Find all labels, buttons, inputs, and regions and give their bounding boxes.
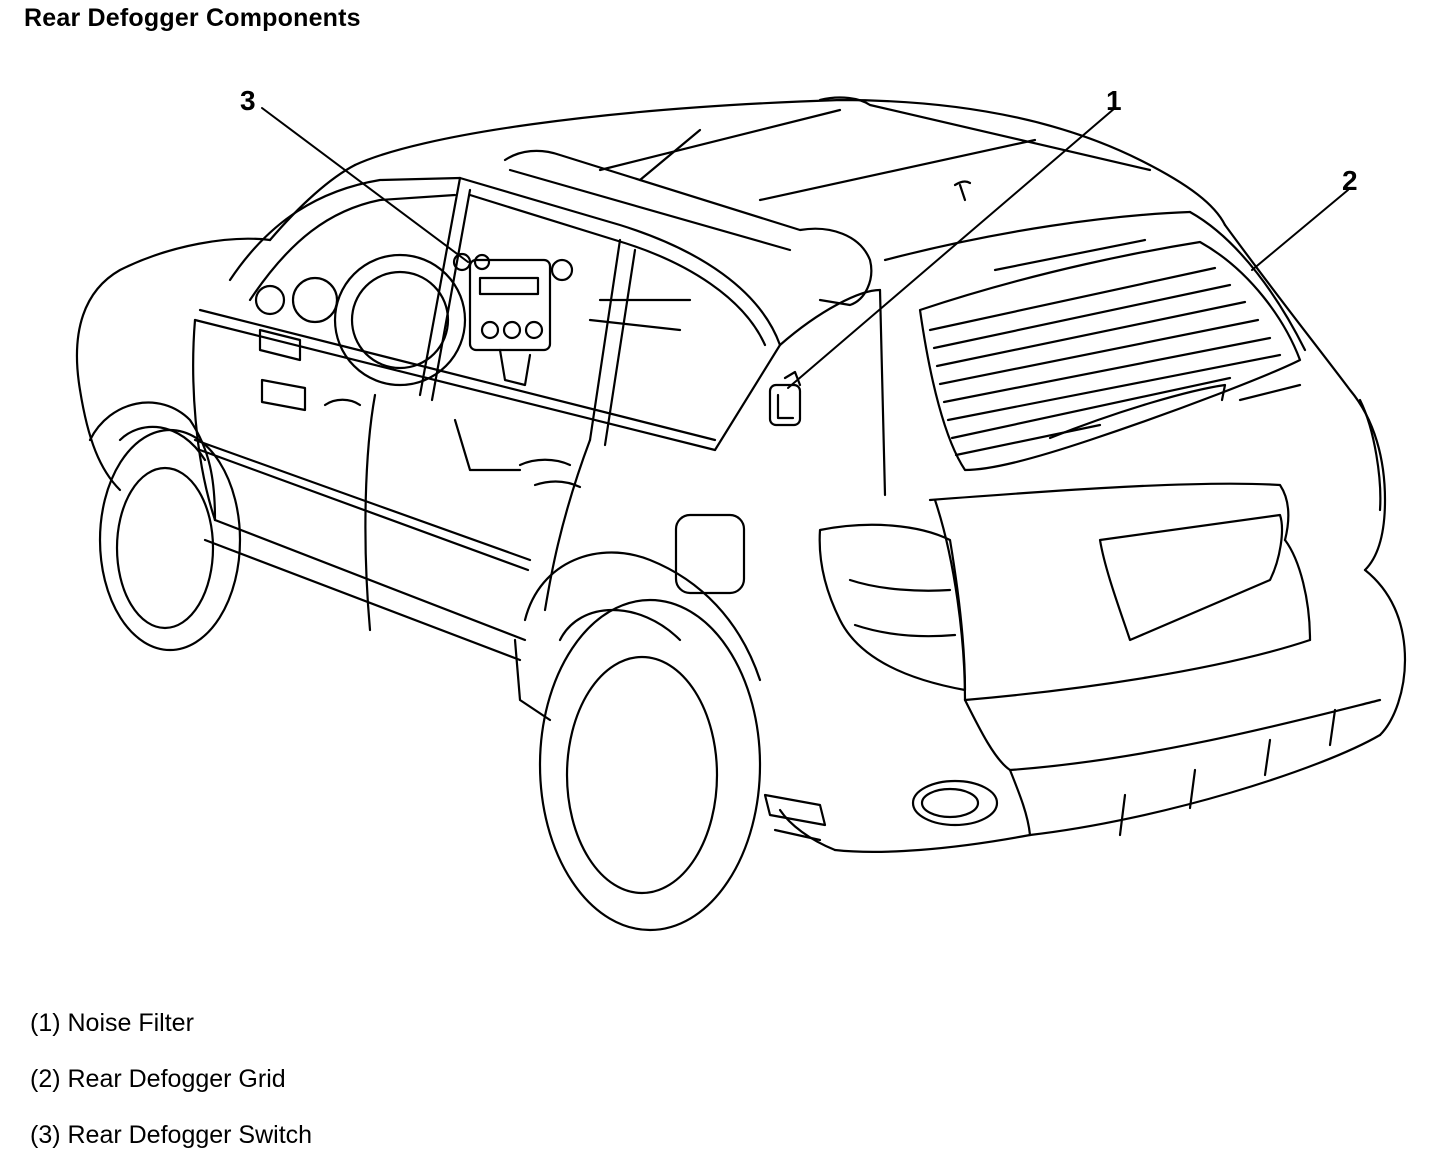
component-legend: (1) Noise Filter (2) Rear Defogger Grid …: [30, 1006, 312, 1174]
rear-defogger-grid: [918, 238, 1302, 472]
callout-3: 3: [240, 85, 256, 116]
callout-1: 1: [1106, 85, 1122, 116]
vehicle-body-outline: [75, 98, 1407, 853]
diagram-title: Rear Defogger Components: [24, 4, 361, 32]
leader-line-2: [1251, 189, 1349, 271]
interior-dashboard: [254, 252, 692, 472]
vehicle-illustration: 3 1 2: [75, 85, 1407, 932]
legend-item-noise-filter: (1) Noise Filter: [30, 1009, 194, 1037]
legend-item-rear-defogger-grid: (2) Rear Defogger Grid: [30, 1065, 286, 1093]
greenhouse: [193, 176, 1307, 497]
noise-filter-part: [768, 370, 802, 427]
legend-item-rear-defogger-switch: (3) Rear Defogger Switch: [30, 1121, 313, 1149]
callout-2: 2: [1342, 165, 1358, 196]
front-wheel: [88, 401, 242, 652]
roof-rack: [503, 96, 1152, 307]
leader-line-3: [261, 107, 469, 263]
callout-leaders: [261, 107, 1349, 389]
doors: [192, 318, 746, 632]
liftgate: [763, 398, 1382, 842]
rear-wheel: [513, 551, 762, 932]
leader-line-1: [787, 107, 1116, 389]
